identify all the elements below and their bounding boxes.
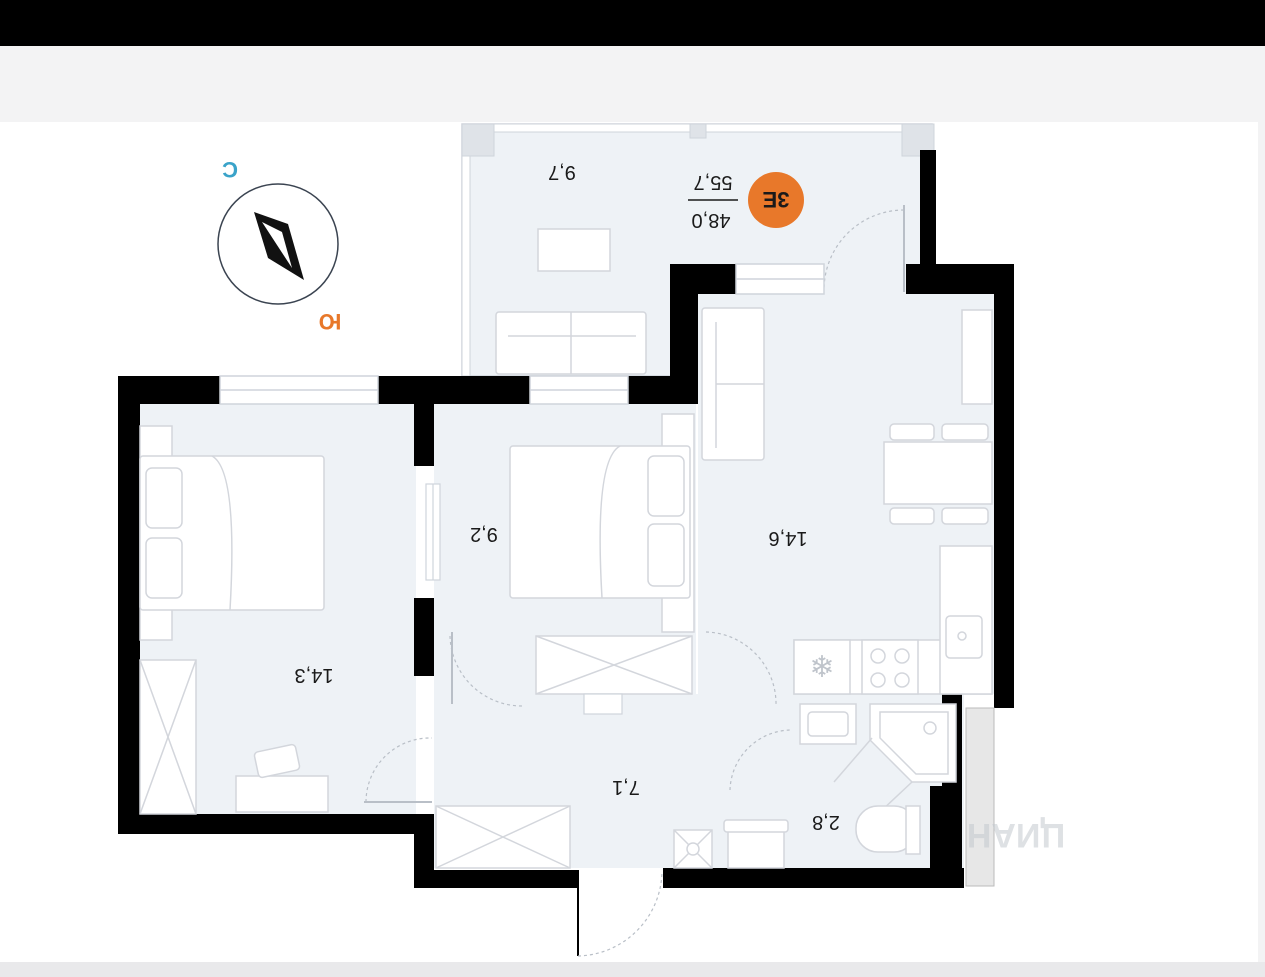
- bottom-strip: [0, 962, 1265, 977]
- hallway-fixtures: [364, 737, 713, 957]
- bathroom-fixtures: [723, 703, 957, 869]
- kitchen-living-furniture: ❄: [701, 307, 993, 695]
- stove: [861, 639, 919, 695]
- tv-stand: [961, 309, 993, 405]
- bedroom-left-area-label: 14,3: [295, 664, 334, 686]
- hallway-area-label: 7,1: [612, 776, 640, 798]
- desk-left: [235, 775, 329, 813]
- top-grey-strip: [0, 46, 1265, 122]
- compass-south-label: Ю: [319, 309, 342, 334]
- balcony-table: [537, 228, 611, 272]
- bathroom-area-label: 2,8: [812, 811, 840, 833]
- bedroom-left-furniture: [139, 425, 441, 815]
- bedroom-middle-furniture: [449, 413, 777, 715]
- bedroom-middle-area-label: 9,2: [470, 523, 498, 545]
- dining-table: [883, 441, 993, 505]
- watermark: ЦИАН: [967, 816, 1065, 854]
- balcony-area-label: 9,7: [548, 161, 576, 183]
- compass: С Ю: [217, 157, 342, 334]
- snowflake-icon: ❄: [809, 650, 834, 685]
- right-edge-strip: [1258, 122, 1265, 962]
- floor-label: 3E: [763, 187, 790, 212]
- living-area-label: 48,0: [692, 209, 731, 231]
- windows: [219, 263, 825, 405]
- kitchen-living-area-label: 14,6: [769, 527, 808, 549]
- room-labels: 9,7 14,3 9,2 14,6 7,1 2,8: [295, 161, 840, 833]
- apartment-badge: 3E 55,7 48,0: [688, 171, 804, 231]
- top-black-bar: [0, 0, 1265, 46]
- compass-north-label: С: [222, 157, 238, 182]
- total-area-label: 55,7: [694, 171, 733, 193]
